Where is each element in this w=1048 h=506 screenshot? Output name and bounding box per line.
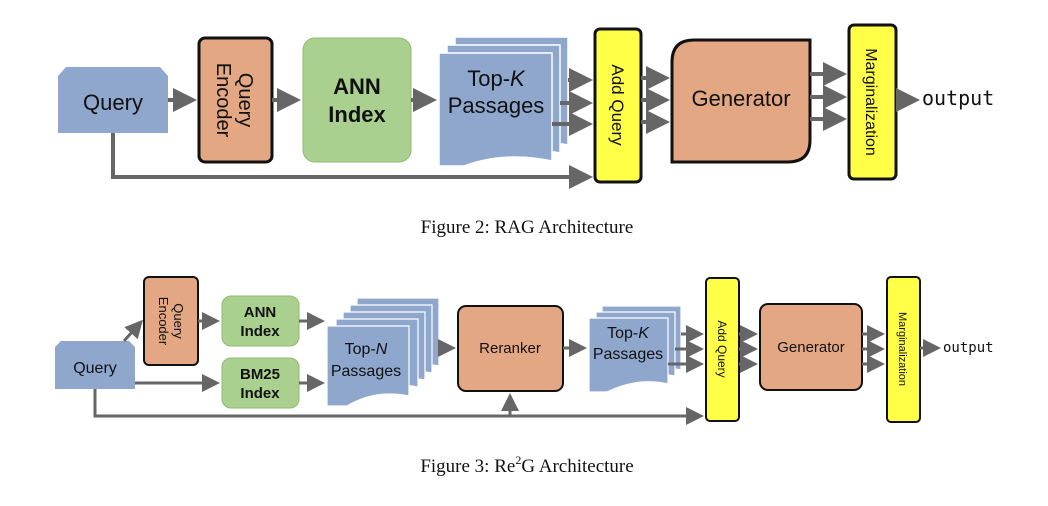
marginalization-label: Marginalization (862, 48, 879, 156)
query-label-3: Query (73, 360, 117, 377)
add-query-label: Add Query (608, 64, 627, 146)
arrows (111, 62, 920, 189)
generator-label-3: Generator (777, 339, 845, 356)
query-box (58, 67, 168, 133)
query-box-3 (55, 341, 135, 389)
add-query-label-3: Add Query (715, 320, 729, 377)
top-k-passages-stack-3 (588, 305, 682, 393)
generator-label: Generator (691, 86, 790, 111)
add-query-box (593, 27, 643, 184)
top-k-passages-stack (438, 36, 569, 167)
figure-2-caption: Figure 2: RAG Architecture (421, 217, 634, 238)
variable-letter: K (638, 325, 650, 342)
arrows-3 (93, 312, 941, 425)
reranker-label: Reranker (479, 340, 541, 357)
output-label: output (922, 86, 994, 110)
query-encoder-label: QueryEncoder (212, 63, 256, 138)
output-label-3: output (943, 340, 994, 356)
marginalization-label-3: Marginalization (896, 312, 908, 386)
query-encoder-label-3: QueryEncoder (156, 297, 186, 346)
variable-letter: K (510, 66, 526, 91)
top-n-passages-stack (326, 297, 440, 407)
query-label: Query (83, 90, 143, 115)
generator-box (670, 38, 812, 164)
ann-index-box (302, 37, 412, 163)
variable-letter: N (376, 341, 388, 358)
generator-box-3 (759, 303, 863, 391)
figure-3-caption: Figure 3: Re2G Architecture (420, 453, 633, 477)
